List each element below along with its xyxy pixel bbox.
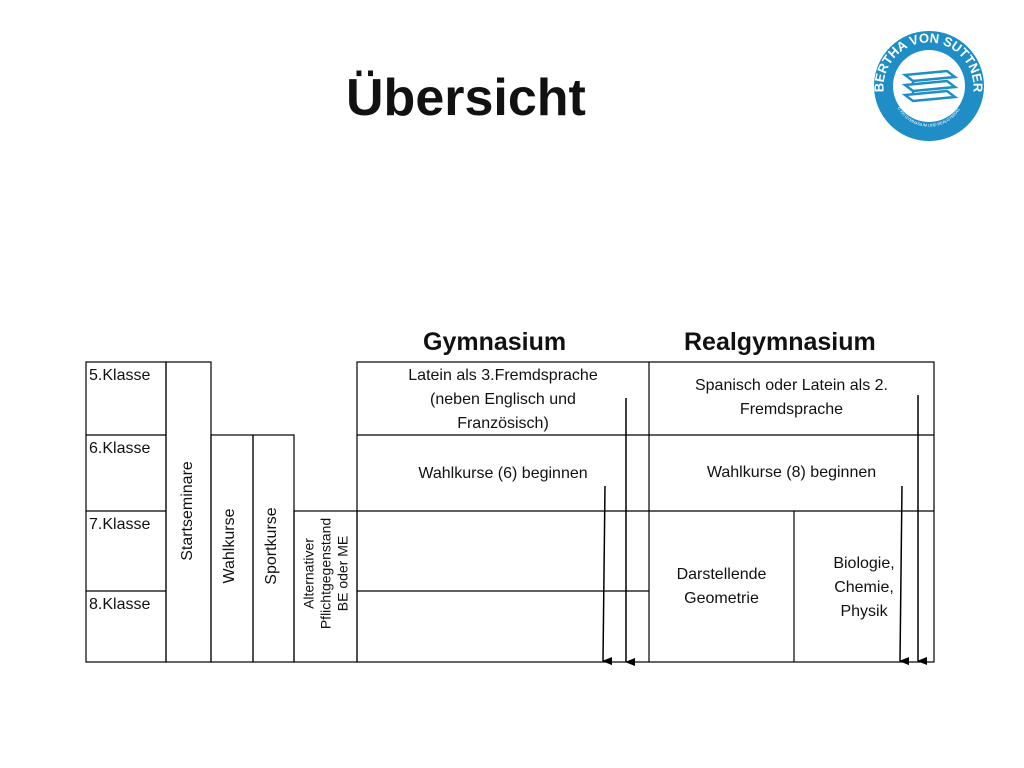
arrow-gym-wahlkurse xyxy=(602,485,613,666)
main-block-border xyxy=(356,361,935,663)
row-label-8-klasse: 8.Klasse xyxy=(89,596,151,613)
cell-gym-latein: Latein als 3.Fremdsprache (neben Englisc… xyxy=(357,364,649,436)
alternativer-line-3: BE oder ME xyxy=(334,535,351,612)
column-label-wahlkurse: Wahlkurse xyxy=(221,508,238,584)
cell-text-line: Biologie, xyxy=(833,555,895,572)
klasse-column-border xyxy=(85,361,167,663)
cell-gym-wahlkurse: Wahlkurse (6) beginnen xyxy=(418,465,588,482)
cell-text-line: Chemie, xyxy=(834,579,894,596)
header-realgymnasium: Realgymnasium xyxy=(684,328,876,356)
school-logo: BERTHA VON SUTTNER BRG XXI GYMNASIUM UND… xyxy=(872,29,986,141)
books-icon xyxy=(901,69,959,103)
cell-biologie-chemie-physik: Biologie, Chemie, Physik xyxy=(794,552,934,624)
column-label-sportkurse: Sportkurse xyxy=(263,507,280,585)
row-label-5-klasse: 5.Klasse xyxy=(89,367,151,384)
row-label-7-klasse: 7.Klasse xyxy=(89,516,151,533)
cell-text-line: Französisch) xyxy=(457,415,549,432)
cell-darstellende-geometrie: Darstellende Geometrie xyxy=(649,563,794,611)
cell-text-line: (neben Englisch und xyxy=(430,391,576,408)
page-title: Übersicht xyxy=(346,69,586,127)
cell-real-spanisch: Spanisch oder Latein als 2. Fremdsprache xyxy=(649,374,934,422)
alternativer-line-2: Pflichtgegenstand xyxy=(317,517,334,630)
cell-real-wahlkurse: Wahlkurse (8) beginnen xyxy=(706,464,877,481)
cell-text-line: Darstellende xyxy=(676,566,767,583)
cell-text-line: Physik xyxy=(840,603,888,620)
header-gymnasium: Gymnasium xyxy=(423,328,567,356)
column-label-startseminare: Startseminare xyxy=(179,461,196,561)
cell-text-line: Fremdsprache xyxy=(739,401,844,418)
cell-text-line: Latein als 3.Fremdsprache xyxy=(408,367,598,384)
column-label-alternativer-pflichtgegenstand: Alternativer Pflichtgegenstand BE oder M… xyxy=(301,506,352,642)
cell-text-line: Spanisch oder Latein als 2. xyxy=(694,377,888,394)
alternativer-line-1: Alternativer xyxy=(300,538,317,609)
row-label-6-klasse: 6.Klasse xyxy=(89,440,151,457)
cell-text-line: Geometrie xyxy=(684,590,759,607)
arrow-real-wahlkurse xyxy=(899,485,910,666)
